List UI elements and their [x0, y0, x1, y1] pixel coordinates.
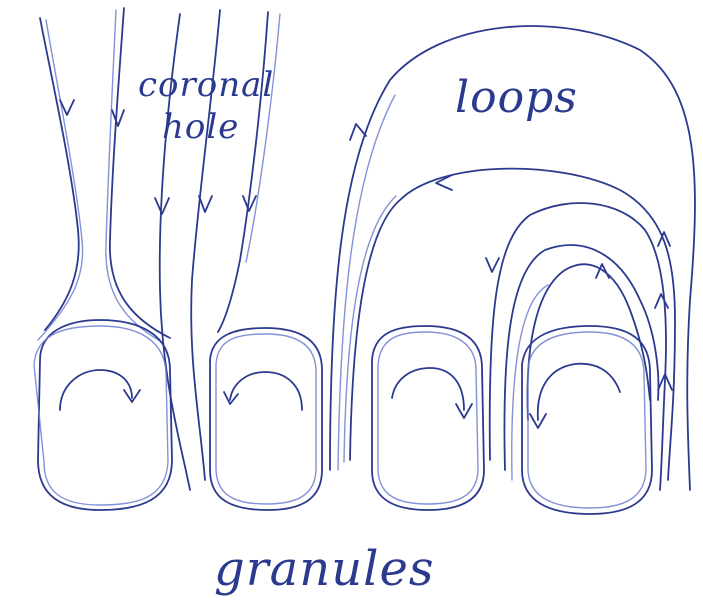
loop-field-line	[512, 285, 548, 480]
granule-cells	[34, 320, 652, 514]
granule-cell	[522, 326, 652, 514]
granule-outline	[34, 326, 168, 505]
open-field-line	[246, 14, 280, 262]
convection-arrow-icon	[392, 368, 464, 410]
convection-arrow-icon	[60, 370, 132, 410]
open-field-line	[38, 20, 83, 340]
granule-outline	[528, 332, 646, 508]
loop-arrow-icon	[655, 294, 668, 308]
down-arrow-icon	[112, 110, 124, 126]
down-arrow-icon	[199, 196, 212, 212]
granule-cell	[372, 326, 484, 510]
open-field-line	[218, 12, 268, 332]
granules-label: granules	[214, 541, 435, 597]
granule-outline	[522, 326, 652, 514]
hole-label: hole	[162, 107, 239, 147]
granule-outline	[38, 320, 172, 510]
open-field-line	[106, 10, 162, 342]
loop-arrow-icon	[486, 258, 499, 272]
granule-outline	[210, 328, 322, 510]
convection-arrow-icon	[230, 372, 302, 410]
loop-field-line	[338, 95, 395, 470]
open-field-line	[110, 8, 170, 338]
granule-cell	[210, 328, 322, 510]
coronal-label: coronal	[138, 65, 274, 105]
loop-field-line	[527, 264, 650, 420]
convection-arrow-icon	[538, 364, 620, 420]
loops-label: loops	[455, 72, 578, 123]
granule-outline	[216, 334, 316, 504]
granule-outline	[372, 326, 484, 510]
granule-cell	[34, 320, 172, 510]
